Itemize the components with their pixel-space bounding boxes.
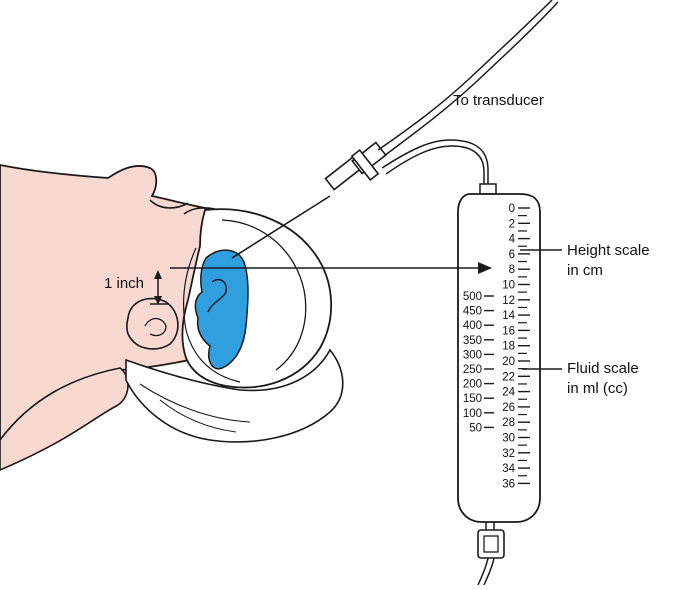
ml-tick-label: 400: [463, 320, 482, 332]
cm-tick-label: 8: [509, 264, 515, 276]
transducer-label: To transducer: [453, 92, 544, 109]
cm-tick-label: 10: [502, 280, 515, 292]
ml-tick-label: 200: [463, 379, 482, 391]
height-scale-label-line2: in cm: [567, 262, 603, 279]
ml-tick-label: 500: [463, 291, 482, 303]
cm-tick-label: 26: [502, 402, 515, 414]
drain-clamp-icon: [478, 522, 504, 585]
drainage-tubing: [382, 140, 488, 190]
cm-tick-label: 22: [502, 371, 515, 383]
cm-tick-label: 32: [502, 448, 515, 460]
cm-tick-label: 14: [502, 310, 515, 322]
cm-tick-label: 30: [502, 433, 515, 445]
ml-tick-label: 100: [463, 408, 482, 420]
cm-tick-label: 24: [502, 387, 515, 399]
cm-tick-label: 12: [502, 295, 515, 307]
cm-tick-label: 28: [502, 417, 515, 429]
cm-tick-label: 36: [502, 478, 515, 490]
cm-tick-label: 20: [502, 356, 515, 368]
cm-tick-label: 16: [502, 325, 515, 337]
ml-tick-label: 50: [469, 422, 482, 434]
inch-label: 1 inch: [104, 275, 144, 292]
cm-tick-label: 0: [509, 203, 515, 215]
ml-tick-label: 250: [463, 364, 482, 376]
height-scale-label-line1: Height scale: [567, 242, 650, 259]
ml-tick-label: 350: [463, 335, 482, 347]
cm-tick-label: 18: [502, 341, 515, 353]
cm-tick-label: 4: [509, 234, 516, 246]
ear-icon: [127, 299, 178, 349]
cm-tick-label: 6: [509, 249, 515, 261]
ml-tick-label: 150: [463, 393, 482, 405]
cm-tick-label: 2: [509, 218, 515, 230]
fluid-scale-label-line1: Fluid scale: [567, 360, 639, 377]
cm-tick-label: 34: [502, 463, 515, 475]
transducer-tubing: [378, 0, 552, 150]
ml-tick-label: 450: [463, 306, 482, 318]
ml-tick-label: 300: [463, 349, 482, 361]
fluid-scale-label-line2: in ml (cc): [567, 380, 628, 397]
stopcock-icon: [326, 142, 386, 189]
